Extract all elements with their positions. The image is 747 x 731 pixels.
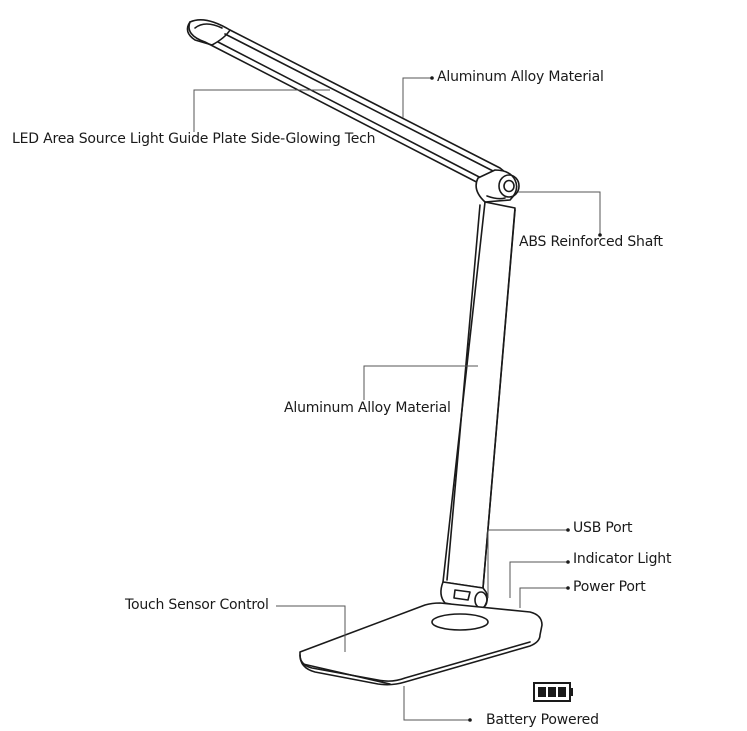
lamp-base <box>299 602 543 686</box>
label-indicator-light: Indicator Light <box>573 551 672 567</box>
leader-abs-shaft <box>518 191 601 235</box>
leader-dots <box>430 76 602 722</box>
label-battery-powered: Battery Powered <box>486 712 599 728</box>
leader-touch-sensor <box>276 605 346 652</box>
leader-indicator-light <box>509 561 568 598</box>
label-usb-port: USB Port <box>573 520 633 536</box>
lamp-head-arm <box>186 19 508 191</box>
label-aluminum-alloy-top: Aluminum Alloy Material <box>437 69 604 85</box>
leader-battery <box>403 686 470 721</box>
label-led-light-guide-tech: LED Area Source Light Guide Plate Side-G… <box>12 131 376 147</box>
label-touch-sensor-control: Touch Sensor Control <box>125 597 269 613</box>
leader-usb-port <box>487 529 568 598</box>
leader-led-tech <box>193 89 330 132</box>
label-aluminum-alloy-mid: Aluminum Alloy Material <box>284 400 451 416</box>
battery-full-icon <box>533 682 573 702</box>
leader-power-port <box>519 587 568 608</box>
leader-lines <box>193 77 601 721</box>
leader-aluminum-top <box>402 77 432 118</box>
label-power-port: Power Port <box>573 579 646 595</box>
label-abs-reinforced-shaft: ABS Reinforced Shaft <box>519 234 663 250</box>
leader-aluminum-mid <box>363 365 478 400</box>
